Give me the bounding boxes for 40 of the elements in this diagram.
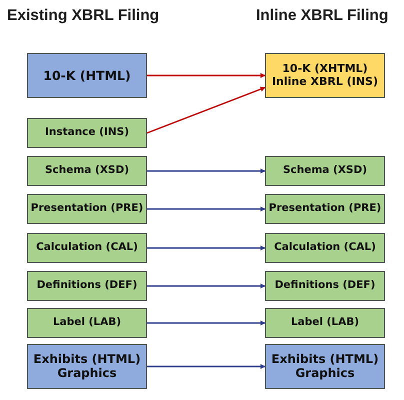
process-box [27, 308, 147, 338]
node-text: Label (LAB) [290, 317, 360, 329]
node-text: Presentation (PRE) [30, 203, 144, 215]
node-text: Schema (XSD) [282, 165, 368, 177]
node-text: Definitions (DEF) [274, 280, 376, 292]
process-box [27, 194, 147, 224]
arrow [147, 73, 266, 78]
process-box [27, 118, 147, 148]
process-box [265, 308, 385, 338]
node-text: Presentation (PRE) [268, 203, 382, 215]
arrow [147, 246, 266, 250]
arrow [147, 284, 266, 288]
process-box [27, 233, 147, 263]
process-box [27, 53, 147, 98]
node-text: Exhibits (HTML) Graphics [32, 353, 142, 380]
arrow [146, 86, 266, 134]
node-text: Label (LAB) [52, 317, 122, 329]
process-box [27, 271, 147, 301]
arrow [147, 206, 266, 212]
node-text: Calculation (CAL) [274, 242, 376, 254]
process-box [27, 156, 147, 186]
node-text: Exhibits (HTML) Graphics [270, 353, 380, 380]
arrow [147, 364, 266, 369]
node-text: 10-K (HTML) [43, 68, 131, 82]
arrow [147, 168, 266, 174]
process-box [265, 271, 385, 301]
node-text: Definitions (DEF) [36, 280, 138, 292]
process-box [265, 194, 385, 224]
column-heading: Inline XBRL Filing [256, 7, 388, 25]
node-text: Instance (INS) [44, 127, 130, 139]
node-text: Schema (XSD) [44, 165, 130, 177]
process-box [265, 53, 385, 98]
process-box [265, 233, 385, 263]
node-text: Calculation (CAL) [36, 242, 138, 254]
process-box [265, 156, 385, 186]
column-heading: Existing XBRL Filing [7, 7, 160, 25]
process-box [265, 344, 385, 389]
node-text: 10-K (XHTML) Inline XBRL (INS) [270, 63, 380, 88]
arrow [147, 320, 266, 326]
process-box [27, 344, 147, 389]
